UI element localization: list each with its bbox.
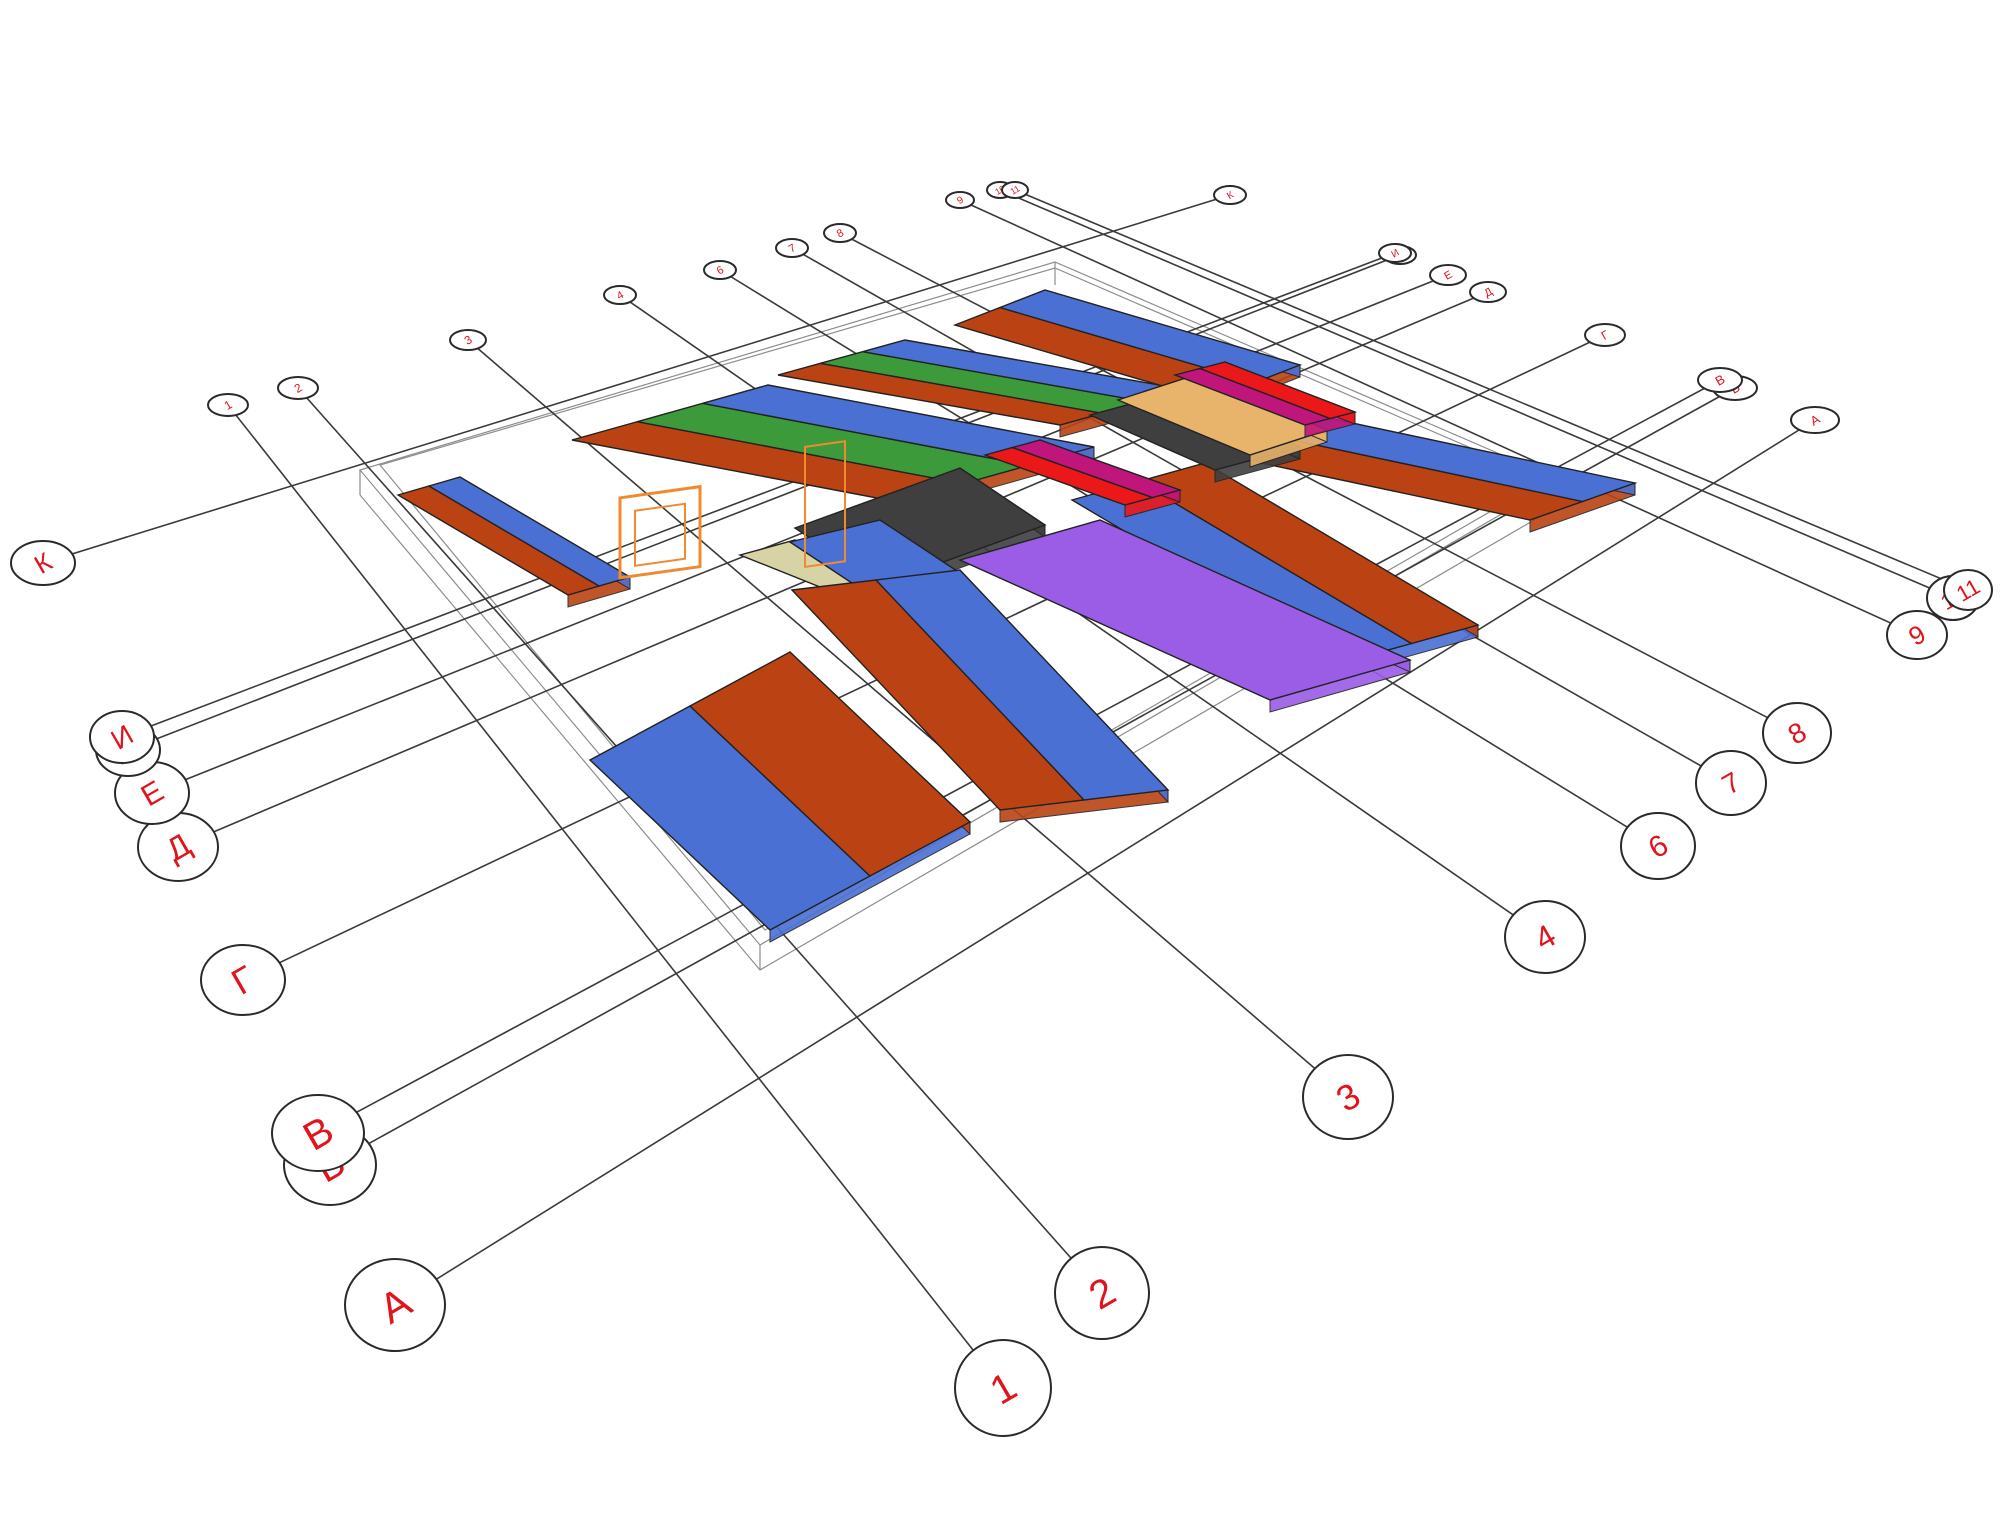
axis-marker-circle [1620, 812, 1696, 880]
axis-marker-4: 4 [603, 285, 637, 305]
slab-band-blue [997, 289, 1303, 384]
axis-marker-И: И [89, 710, 155, 764]
slab-band-purple [957, 519, 1413, 701]
axis-marker-11: 11 [1001, 181, 1029, 199]
axis-marker-label: 4 [615, 289, 626, 302]
axis-marker-6: 6 [703, 260, 737, 280]
axis-marker-circle [344, 1258, 446, 1352]
stair-openings [618, 440, 846, 580]
shaft-opening-orange [804, 440, 846, 569]
axis-marker-circle [1886, 610, 1948, 660]
floor-slabs [396, 289, 1638, 943]
axis-marker-circle [1695, 750, 1767, 816]
axis-marker-circle [1504, 900, 1586, 974]
axis-marker-3: 3 [1302, 1054, 1394, 1140]
slab-4 [588, 650, 972, 943]
axis-marker-3: 3 [449, 329, 487, 351]
axis-marker-7: 7 [1695, 750, 1767, 816]
axis-marker-2: 2 [1054, 1246, 1150, 1340]
axis-marker-8: 8 [823, 223, 857, 243]
axis-line-А [394, 419, 1816, 1306]
axis-line-9 [959, 199, 1918, 636]
axis-marker-label: 7 [787, 242, 798, 255]
axis-marker-А: А [1790, 406, 1840, 434]
axis-marker-circle [271, 1094, 365, 1172]
axis-marker-circle [1001, 181, 1029, 199]
axis-marker-circle [1469, 281, 1507, 303]
axis-marker-circle [1697, 367, 1743, 393]
axis-marker-6: 6 [1620, 812, 1696, 880]
axis-marker-circle [1790, 406, 1840, 434]
slab-band-red [1197, 361, 1358, 420]
axis-marker-circle [1054, 1246, 1150, 1340]
axis-marker-circle [1378, 243, 1412, 263]
slab-band-magenta [1010, 439, 1183, 499]
axis-marker-Е: Е [1429, 264, 1467, 286]
axis-marker-В: В [271, 1094, 365, 1172]
axis-marker-9: 9 [945, 191, 975, 209]
axis-marker-В: В [1697, 367, 1743, 393]
axis-marker-circle [207, 393, 249, 417]
axis-marker-label: 11 [1009, 183, 1022, 196]
axis-marker-circle [945, 191, 975, 209]
axis-marker-1: 1 [207, 393, 249, 417]
slab-16 [982, 439, 1183, 518]
axis-marker-circle [1943, 569, 1993, 611]
slab-band-blue [874, 569, 1170, 801]
slab-band-rust [688, 651, 972, 877]
slab-band-rust [1136, 462, 1480, 645]
axis-marker-А: А [344, 1258, 446, 1352]
axis-marker-К: К [10, 540, 76, 586]
grid-axis-markers: 123467891011АБВГДЕЖИК123467891011АБВГДЕЖ… [10, 181, 1993, 1437]
axis-line-3 [467, 339, 1349, 1098]
axis-marker-2: 2 [277, 376, 319, 400]
axis-marker-label: К [1225, 190, 1236, 203]
axis-marker-circle [1213, 185, 1247, 205]
axis-marker-circle [703, 260, 737, 280]
axis-marker-label: 6 [715, 264, 726, 277]
stair-opening-orange-inner [634, 502, 686, 567]
axis-marker-И: И [1378, 243, 1412, 263]
axis-line-11 [1014, 189, 1969, 591]
axis-marker-circle [823, 223, 857, 243]
axis-marker-К: К [1213, 185, 1247, 205]
axis-marker-circle [200, 944, 286, 1016]
slab-10 [957, 519, 1413, 713]
axis-marker-circle [449, 329, 487, 351]
axis-line-К [42, 194, 1231, 564]
axis-marker-circle [277, 376, 319, 400]
slab-band-blue [702, 384, 1095, 467]
axis-marker-label: И [1390, 247, 1402, 260]
axis-marker-circle [1584, 323, 1626, 347]
axis-marker-11: 11 [1943, 569, 1993, 611]
axis-marker-label: 9 [955, 194, 966, 207]
axis-marker-4: 4 [1504, 900, 1586, 974]
axis-marker-circle [954, 1339, 1052, 1437]
axis-marker-circle [603, 285, 637, 305]
axis-marker-circle [10, 540, 76, 586]
axis-marker-circle [1302, 1054, 1394, 1140]
axis-marker-1: 1 [954, 1339, 1052, 1437]
stair-opening-orange [618, 484, 702, 580]
axis-marker-Г: Г [200, 944, 286, 1016]
axis-marker-9: 9 [1886, 610, 1948, 660]
axis-marker-Г: Г [1584, 323, 1626, 347]
axis-marker-8: 8 [1762, 702, 1832, 764]
axis-line-1 [227, 404, 1004, 1389]
axis-marker-Д: Д [137, 812, 219, 882]
slab-8 [790, 568, 1170, 823]
axis-marker-Е: Е [114, 761, 190, 825]
slab-1 [396, 476, 632, 608]
axis-marker-circle [89, 710, 155, 764]
slab-15 [1172, 361, 1358, 438]
axis-marker-7: 7 [775, 238, 809, 258]
axis-line-10 [999, 189, 1954, 599]
axis-marker-circle [1429, 264, 1467, 286]
axis-marker-circle [775, 238, 809, 258]
axis-marker-label: 8 [835, 227, 846, 240]
axis-marker-circle [1762, 702, 1832, 764]
axis-marker-Д: Д [1469, 281, 1507, 303]
